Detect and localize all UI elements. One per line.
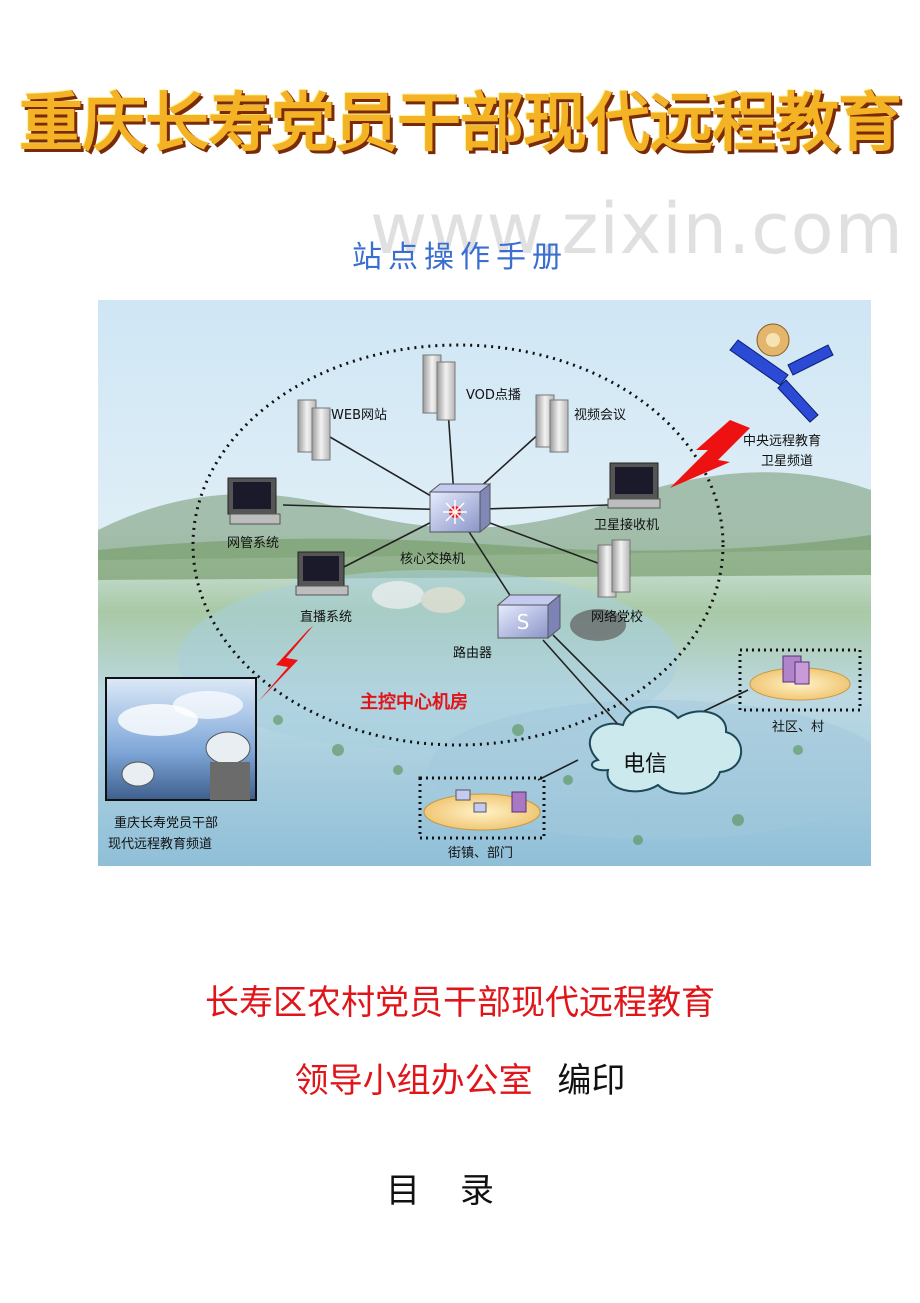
network-diagram: S — [98, 300, 871, 866]
web-server-icon — [297, 399, 331, 461]
label-vod: VOD点播 — [466, 388, 521, 403]
vod-server-icon — [422, 354, 456, 421]
edited-by: 编印 — [557, 1061, 626, 1101]
label-community: 社区、村 — [772, 720, 825, 735]
org-line-2-container: 领导小组办公室 编印 — [0, 1053, 920, 1102]
label-satellite-receiver: 卫星接收机 — [594, 518, 660, 533]
label-satellite-line2: 卫星频道 — [761, 454, 814, 469]
router-icon: S — [496, 593, 562, 640]
label-party-school: 网络党校 — [591, 610, 644, 625]
party-school-server-icon — [597, 539, 631, 598]
label-master-control-room: 主控中心机房 — [360, 692, 468, 713]
label-network-management: 网管系统 — [227, 536, 280, 551]
video-conference-server-icon — [535, 394, 569, 453]
label-channel-line2: 现代远程教育频道 — [108, 837, 213, 852]
org-line-1: 长寿区农村党员干部现代远程教育 — [205, 983, 715, 1023]
label-telecom: 电信 — [623, 752, 668, 777]
live-broadcast-computer-icon — [295, 551, 349, 596]
org-line-2: 领导小组办公室 — [294, 1061, 533, 1101]
document-subtitle: 站点操作手册 — [352, 240, 568, 275]
label-channel-line1: 重庆长寿党员干部 — [114, 816, 219, 831]
svg-text:S: S — [517, 610, 530, 634]
table-of-contents-heading: 目录 — [386, 1171, 534, 1211]
satellite-receiver-computer-icon — [607, 462, 661, 509]
satellite-signal-bolt — [670, 420, 750, 488]
label-town: 街镇、部门 — [448, 846, 514, 861]
label-core-switch: 核心交换机 — [400, 552, 466, 567]
satellite-icon — [729, 323, 834, 423]
broadcast-signal-bolt — [258, 626, 313, 702]
watermark: www.zixin.com — [370, 188, 904, 270]
label-router: 路由器 — [453, 646, 493, 661]
label-web: WEB网站 — [331, 408, 387, 423]
label-video-conference: 视频会议 — [574, 408, 627, 423]
core-switch-icon — [428, 482, 492, 534]
network-diagram-photo: S — [98, 300, 871, 866]
telecom-cloud-icon — [588, 705, 743, 795]
network-management-computer-icon — [227, 477, 281, 525]
document-title: 重庆长寿党员干部现代远程教育 — [19, 87, 902, 161]
satellite-dish-photo — [105, 677, 257, 801]
label-live-broadcast: 直播系统 — [300, 610, 353, 625]
label-satellite-line1: 中央远程教育 — [743, 434, 822, 449]
